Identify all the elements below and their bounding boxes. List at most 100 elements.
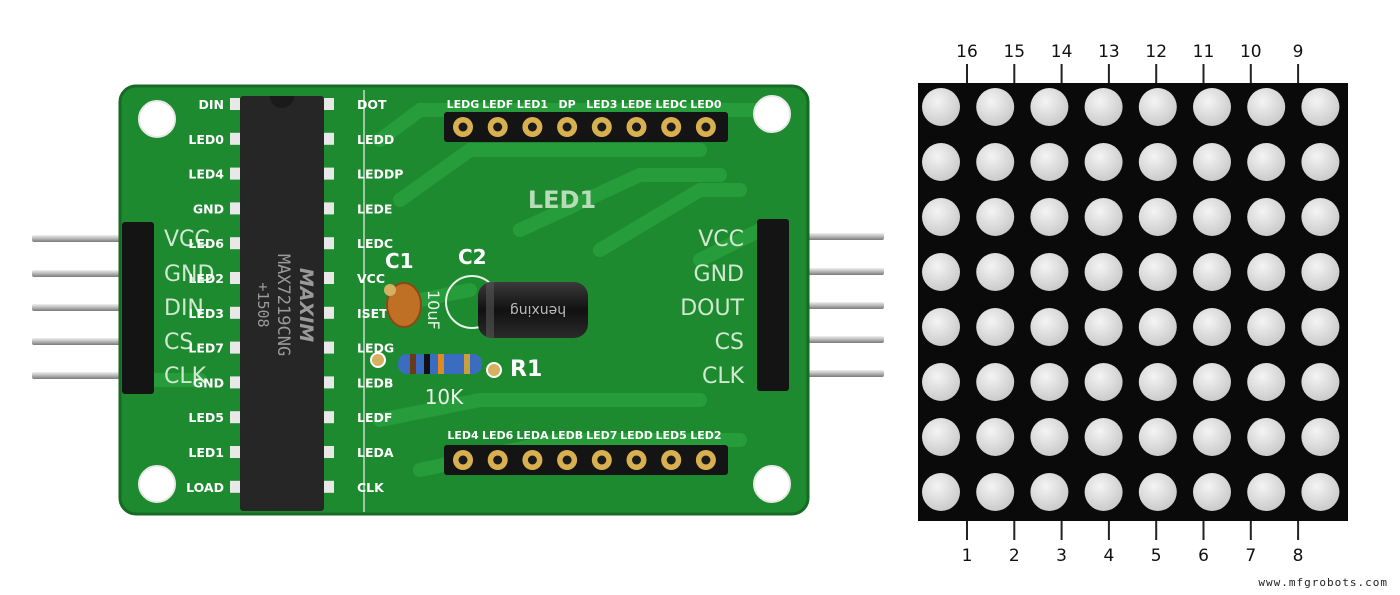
chip-leg-left [230,167,242,180]
matrix-bottom-pin [1060,520,1063,540]
chip-leg-left [230,341,242,354]
matrix-led [1247,88,1286,126]
top-header-socket-center [458,122,468,132]
top-header-label: LEDF [482,98,513,111]
matrix-led [1301,198,1340,236]
matrix-led [922,143,960,181]
matrix-led [1301,308,1340,346]
chip-pin-label-right: LEDB [357,375,393,390]
chip-pin-label-right: DOT [357,97,387,112]
matrix-led [1247,198,1286,236]
top-header-sockets [453,117,716,137]
input-header-block [122,222,154,394]
matrix-top-pin [1297,64,1300,84]
c1-label: C1 [385,249,414,273]
matrix-led [1084,198,1123,236]
matrix-led [1247,253,1286,291]
chip-pin-label-right: LEDDP [357,167,403,182]
chip-pin-label-left: GND [193,375,224,390]
bottom-header-socket-center [701,455,711,465]
input-pin-label: DIN [164,296,204,321]
top-header-socket-center [562,122,572,132]
chip-leg-left [230,272,242,284]
chip-leg-right [322,341,334,354]
bottom-header-socket-center [666,455,676,465]
chip-pin-label-left: LED5 [188,410,224,425]
chip-right-labels: DOTLEDDLEDDPLEDELEDCVCCISETLEDGLEDBLEDFL… [357,97,403,495]
matrix-top-pin [1249,64,1252,84]
top-header-label: LEDG [447,98,480,111]
matrix-led [1193,88,1231,126]
c2-brand: henxing [510,302,566,318]
matrix-top-pin [1013,64,1016,84]
top-header-socket-center [632,122,641,132]
r1-resistor [398,354,482,374]
bottom-header-socket-center [493,455,503,465]
chip-pin-label-left: LED3 [188,306,224,321]
top-header-socket-center [701,122,711,132]
matrix-silk-label: LED1 [528,186,596,214]
chip-brand: MAXIM [295,268,317,342]
r1-pad-left [370,352,386,368]
matrix-led [1193,473,1231,511]
matrix-led [922,253,960,291]
bottom-header-label: LEDA [516,429,549,442]
max7219-chip: MAXIM MAX7219CNG +1508 [230,96,334,511]
chip-notch-icon [270,96,294,108]
chip-pin-label-left: LED7 [188,341,224,356]
matrix-top-pin-number: 10 [1240,42,1262,62]
input-pin-label: CLK [164,364,207,389]
chip-pin-label-right: LEDG [357,341,394,356]
matrix-bottom-pin [1107,520,1110,540]
chip-leg-right [322,98,334,110]
chip-pin-label-right: LEDA [357,445,394,460]
c1-capacitor [386,282,422,328]
matrix-top-pin-number: 9 [1293,42,1304,62]
matrix-led [976,308,1015,346]
output-pin-label: CS [715,330,744,355]
chip-pin-label-right: LEDD [357,132,394,147]
r1-pad-right [486,362,502,378]
matrix-led [1084,308,1123,346]
matrix-top-pin-number: 16 [956,42,978,62]
output-pin-label: DOUT [680,296,744,321]
matrix-led [1138,418,1177,456]
matrix-bottom-pin-number: 1 [962,546,973,566]
matrix-led [1138,88,1177,126]
r1-label: R1 [510,357,542,382]
chip-leg-left [230,446,242,458]
chip-leg-left [230,480,242,493]
matrix-led [976,418,1015,456]
c2-capacitor: henxing [478,282,588,338]
bottom-header-socket-center [597,455,607,465]
bottom-header-label: LED2 [690,429,721,442]
matrix-led [1138,473,1177,511]
matrix-bottom-pin [1155,520,1158,540]
matrix-top-pin-number: 15 [1003,42,1025,62]
bottom-header-label: LED5 [656,429,687,442]
matrix-led [1193,198,1231,236]
top-header-label: LED3 [586,98,617,111]
top-header-socket [444,112,728,142]
matrix-led [1084,418,1123,456]
chip-pin-label-right: ISET [357,306,388,321]
matrix-bottom-pin-number: 2 [1009,546,1020,566]
matrix-bottom-pin-number: 4 [1103,546,1114,566]
matrix-led [1138,253,1177,291]
matrix-led [1301,253,1340,291]
output-pin-label: VCC [698,227,744,252]
bottom-header-label: LED4 [447,429,479,442]
chip-left-labels: DINLED0LED4GNDLED6LED2LED3LED7GNDLED5LED… [186,97,224,495]
input-pin-label: CS [164,330,193,355]
matrix-top-pin [1107,64,1110,84]
output-pin-label: CLK [702,364,745,389]
output-header-block [757,219,789,391]
matrix-bottom-pins [966,520,1300,540]
matrix-led [1247,143,1286,181]
matrix-led [976,363,1015,401]
